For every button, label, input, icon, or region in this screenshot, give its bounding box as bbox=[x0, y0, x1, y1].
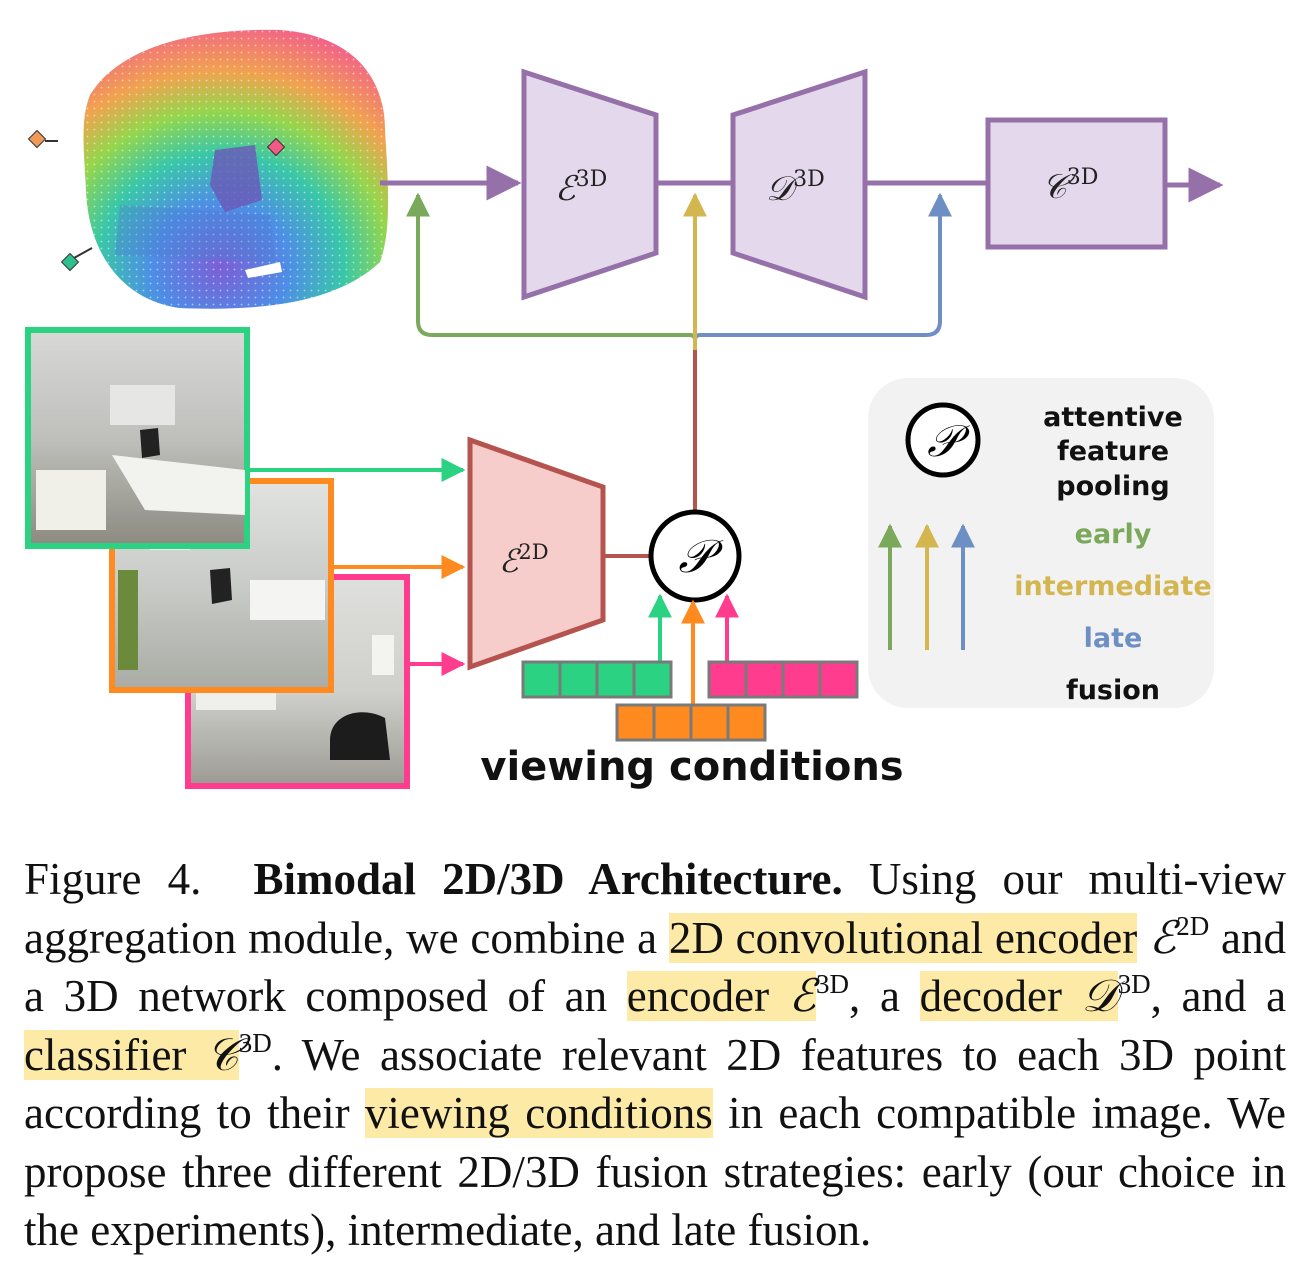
input-image-green bbox=[25, 327, 250, 549]
symbol-c3d-sup: 3D bbox=[238, 1027, 272, 1058]
decoder-3d-block bbox=[730, 68, 868, 301]
caption-title: Bimodal 2D/3D Architecture. bbox=[253, 854, 843, 904]
symbol-e2d-sup: 2D bbox=[1176, 910, 1210, 941]
figure-caption: Figure 4. Bimodal 2D/3D Architecture. Us… bbox=[24, 850, 1286, 1260]
legend-early: early bbox=[1075, 519, 1152, 550]
caption-text-5: . We associate relevant 2D features to e… bbox=[24, 1029, 1286, 1139]
legend-pooling-line-1: attentive bbox=[1043, 402, 1183, 433]
architecture-diagram: ℰ3D 𝒟3D 𝒞3D ℰ2D 𝒫 bbox=[25, 29, 1224, 790]
caption-label: Figure 4. bbox=[24, 854, 202, 904]
highlight-decoder: decoder 𝒟 bbox=[919, 969, 1118, 1022]
legend-fusion: fusion bbox=[1066, 675, 1160, 706]
view-vector-orange bbox=[615, 703, 767, 742]
encoder-3d-label: ℰ3D bbox=[555, 167, 607, 209]
caption-text-1: Using our multi-view aggregation module,… bbox=[24, 854, 1286, 963]
caption-text-3: , a bbox=[849, 971, 900, 1021]
legend-late: late bbox=[1084, 623, 1143, 654]
legend-intermediate: intermediate bbox=[1014, 571, 1211, 602]
symbol-e2d: ℰ bbox=[1149, 910, 1177, 964]
highlight-viewing-conditions: viewing conditions bbox=[364, 1088, 713, 1138]
symbol-e3d-sup: 3D bbox=[816, 969, 850, 999]
highlight-classifier: classifier 𝒞 bbox=[24, 1027, 239, 1081]
caption-text-2: and a 3D network composed of an bbox=[24, 912, 1287, 1022]
legend-pooling-line-3: pooling bbox=[1056, 471, 1169, 502]
legend-pooling-line-2: feature bbox=[1057, 436, 1169, 467]
encoder-2d-block bbox=[467, 436, 606, 671]
encoder-2d-label: ℰ2D bbox=[499, 540, 549, 580]
legend-pooling-node bbox=[905, 402, 981, 478]
view-vector-pink bbox=[707, 660, 859, 699]
camera-markers bbox=[27, 129, 286, 272]
view-vector-green bbox=[521, 660, 673, 699]
caption-text-6: in each compatible image. We propose thr… bbox=[24, 1088, 1287, 1255]
symbol-d3d-sup: 3D bbox=[1117, 969, 1151, 999]
highlight-2d-encoder: 2D convolutional encoder bbox=[668, 912, 1138, 963]
classifier-3d-label: 𝒞3D bbox=[1042, 165, 1098, 207]
encoder-3d-block bbox=[521, 68, 659, 301]
caption-text-4: , and a bbox=[1150, 971, 1287, 1021]
legend: 𝒫 attentive feature pooling early interm… bbox=[868, 378, 1214, 708]
viewing-conditions-label: viewing conditions bbox=[480, 744, 903, 790]
highlight-encoder: encoder ℰ bbox=[626, 969, 817, 1022]
point-cloud bbox=[83, 29, 389, 309]
